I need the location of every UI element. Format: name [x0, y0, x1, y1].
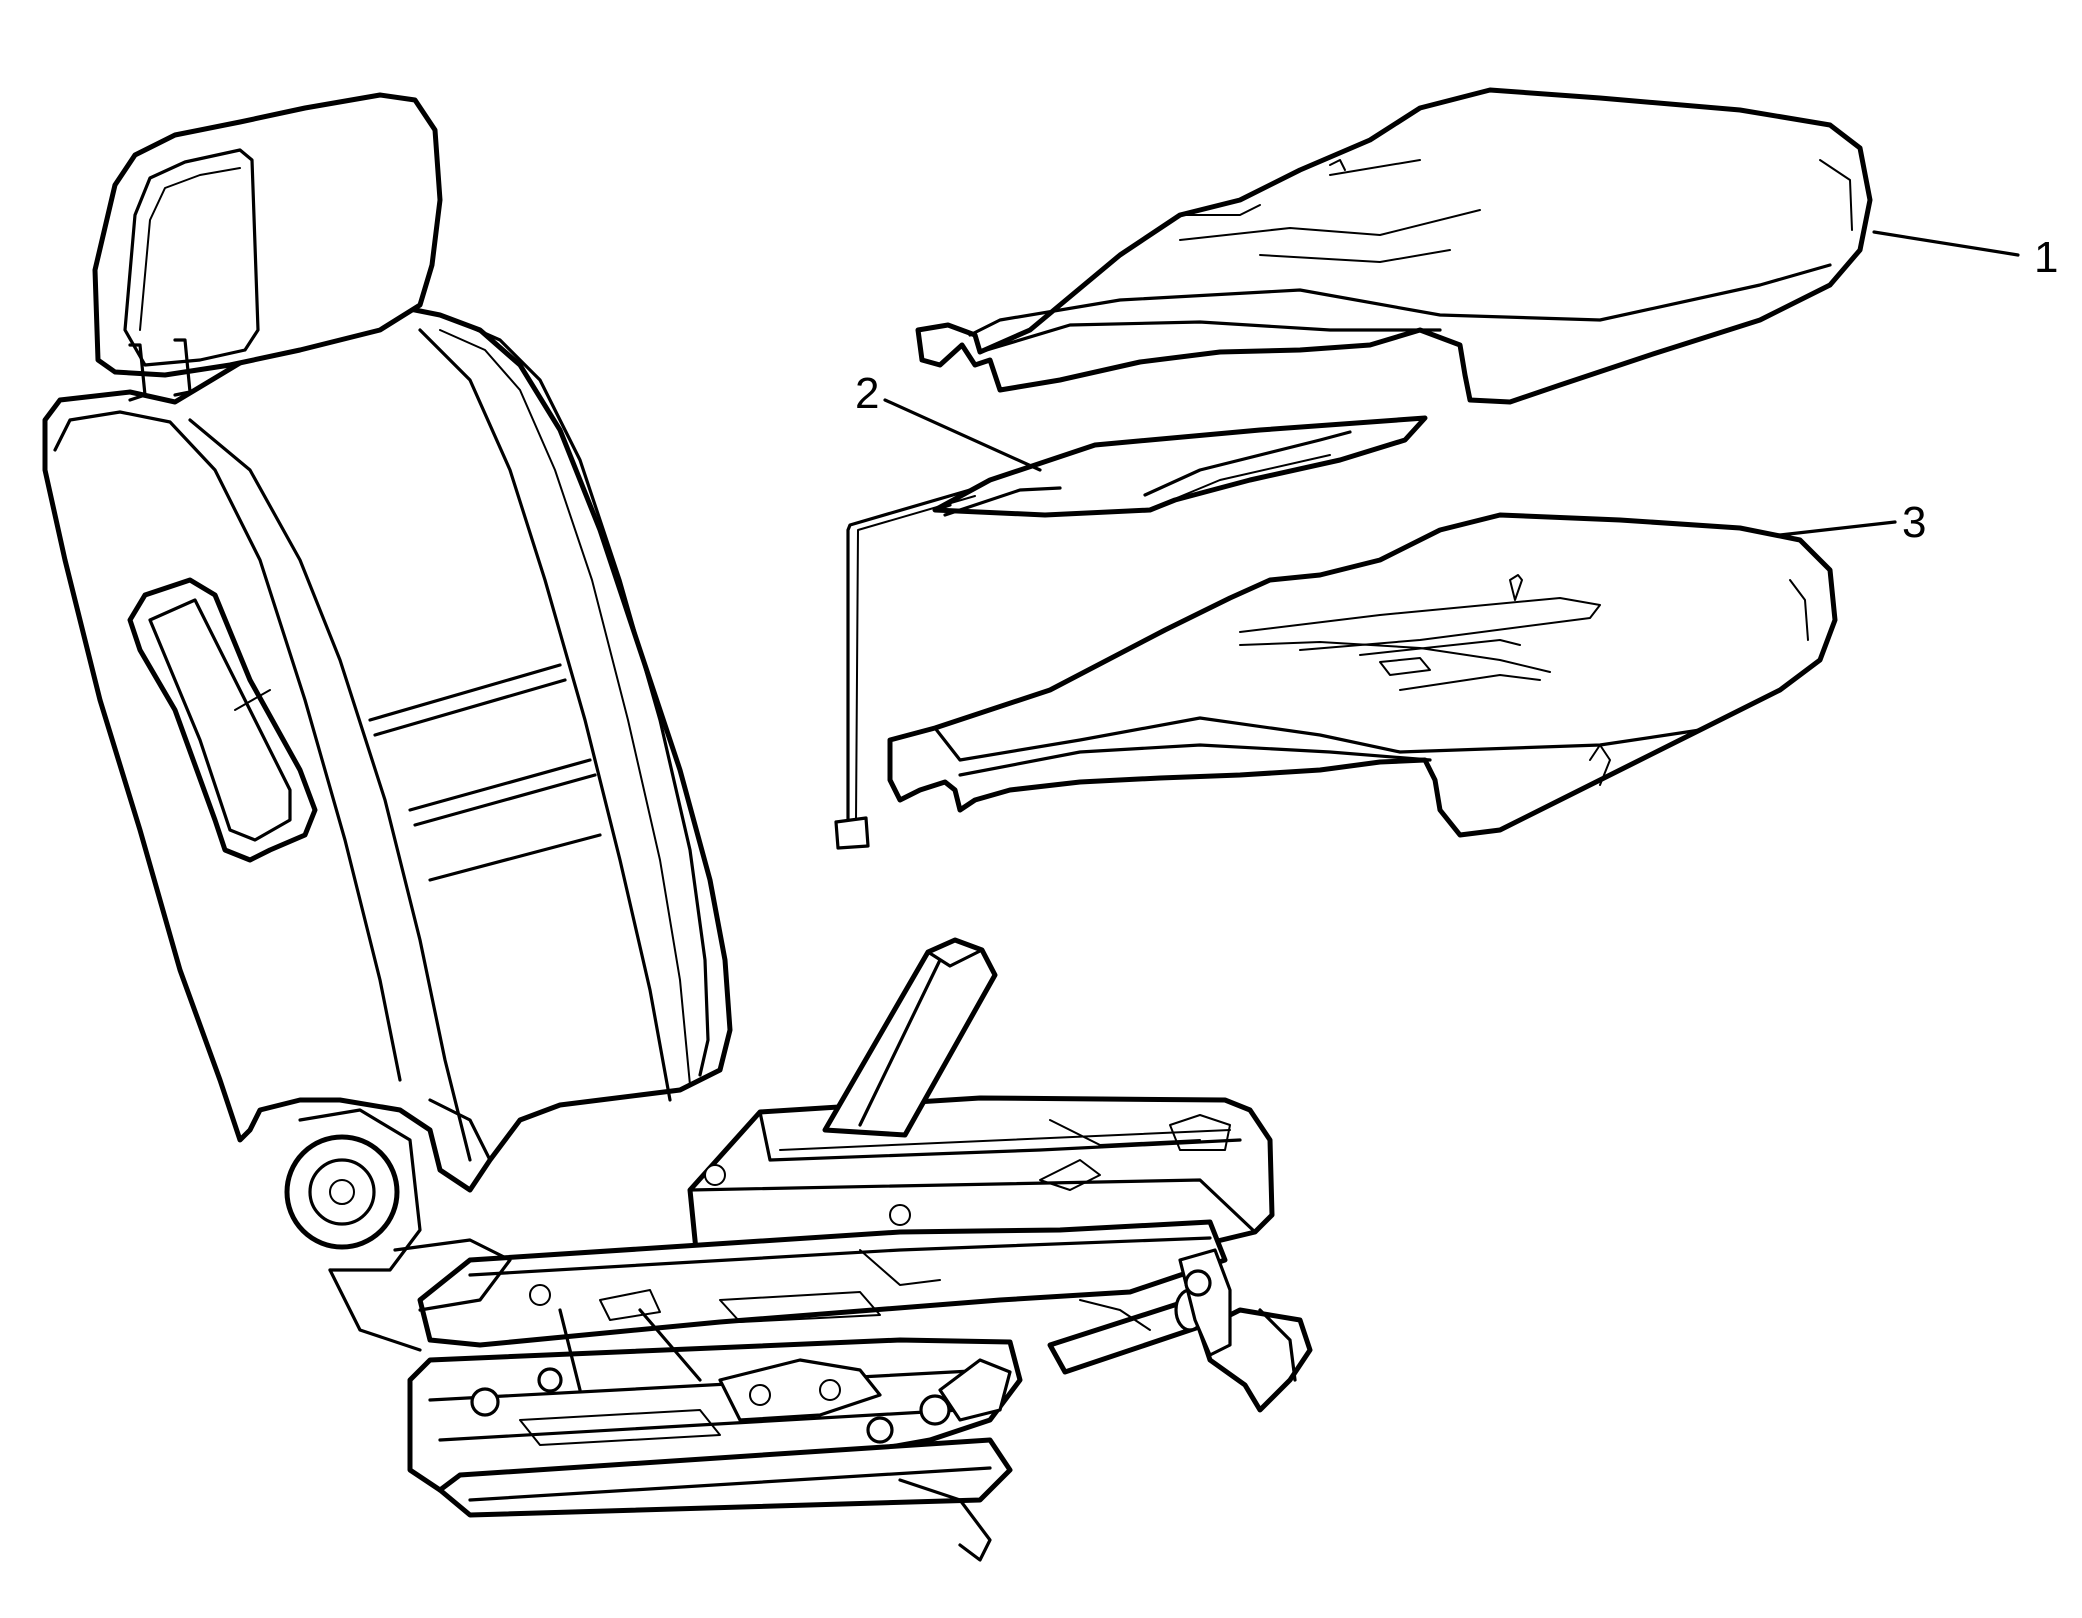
callout-label-3: 3: [1902, 498, 1926, 547]
seatback: [42, 302, 733, 1193]
callout-1: 1: [1872, 230, 2058, 282]
callout-label-1: 1: [2034, 233, 2058, 282]
callout-3: 3: [1778, 498, 1926, 547]
part-1-top-cushion: [915, 87, 1873, 405]
part-3-bottom-cushion: [887, 512, 1838, 838]
callout-2: 2: [855, 369, 1042, 472]
headrest: [92, 92, 443, 402]
seat-frame-assembly: [284, 937, 1313, 1562]
callout-label-2: 2: [855, 369, 879, 418]
part-2-heater-pad: [834, 415, 1428, 850]
